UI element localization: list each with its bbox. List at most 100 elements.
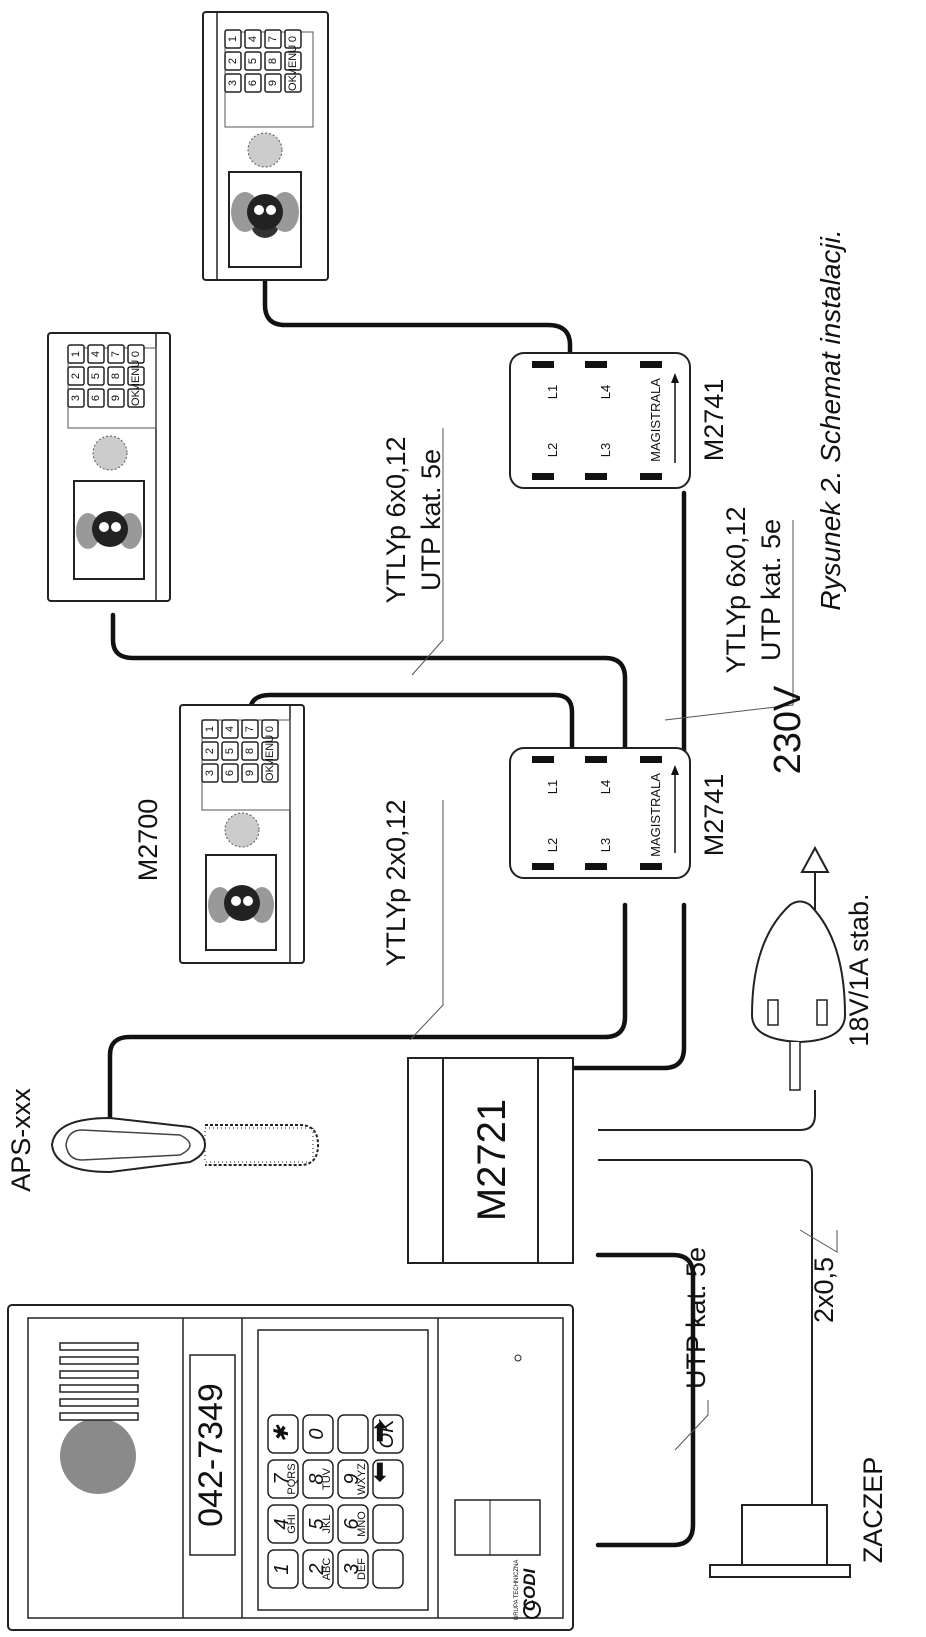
monitor-key[interactable] — [224, 73, 242, 93]
panel-key-label: 2 — [306, 1563, 328, 1575]
monitor-key-label: 8 — [267, 58, 279, 64]
monitor-key-label: 5 — [224, 748, 236, 754]
panel-key[interactable] — [267, 1549, 299, 1589]
monitor-key[interactable] — [264, 29, 282, 49]
monitor-key-label: OK — [287, 74, 299, 91]
monitor-key[interactable] — [201, 719, 219, 739]
panel-key[interactable] — [302, 1504, 334, 1544]
monitor-key[interactable] — [261, 741, 279, 761]
panel-key[interactable] — [267, 1414, 299, 1454]
label-cable-bus-a: YTLYp 6x0,12 — [721, 506, 751, 673]
monitor-key-label: 3 — [204, 770, 216, 776]
monitor-key[interactable] — [224, 29, 242, 49]
panel-key[interactable] — [267, 1504, 299, 1544]
panel-key[interactable] — [337, 1504, 369, 1544]
monitor-key[interactable] — [221, 741, 239, 761]
monitor-key[interactable] — [107, 344, 125, 364]
monitor-key[interactable] — [261, 719, 279, 739]
monitor-key-label: 0 — [130, 351, 142, 357]
label-m2700: M2700 — [133, 799, 163, 882]
label-cable-monitor-a: YTLYp 6x0,12 — [381, 436, 411, 603]
monitor-key-label: 3 — [227, 80, 239, 86]
panel-key[interactable] — [372, 1504, 404, 1544]
monitor-key-label: 8 — [110, 373, 122, 379]
monitor-key-label: 1 — [70, 351, 82, 357]
monitor-key[interactable] — [224, 51, 242, 71]
monitor-key-label: 0 — [264, 726, 276, 732]
panel-key-label: 4 — [271, 1518, 293, 1529]
monitor-key-label: MENU — [287, 45, 299, 77]
monitor-key[interactable] — [87, 388, 105, 408]
monitor-key[interactable] — [107, 366, 125, 386]
monitor-key[interactable] — [67, 388, 85, 408]
panel-key[interactable] — [302, 1414, 334, 1454]
monitor-key[interactable] — [284, 29, 302, 49]
label-cable-monitor-b: UTP kat. 5e — [416, 449, 446, 591]
monitor-key-label: 7 — [110, 351, 122, 357]
arrow-icon: ➡ — [364, 1421, 394, 1443]
monitor-key-label: 5 — [247, 58, 259, 64]
monitor-key[interactable] — [127, 344, 145, 364]
lower-port-bus: MAGISTRALA — [648, 773, 663, 857]
monitor-key[interactable] — [244, 51, 262, 71]
panel-key-sublabel: ABC — [321, 1558, 333, 1581]
lower-port-l3: L3 — [598, 838, 613, 852]
panel-key-sublabel: PQRS — [286, 1463, 298, 1494]
panel-key[interactable] — [372, 1414, 404, 1454]
monitor-key[interactable] — [67, 344, 85, 364]
arrow-230v — [800, 845, 830, 873]
lower-port-l2: L2 — [545, 838, 560, 852]
monitor-key[interactable] — [241, 741, 259, 761]
cable-middle-monitor — [110, 612, 628, 793]
module-m2721 — [407, 1057, 574, 1264]
monitor-key[interactable] — [87, 366, 105, 386]
monitor-key-label: OK — [130, 389, 142, 406]
monitor-key[interactable] — [284, 73, 302, 93]
distributor-lower — [509, 747, 691, 879]
panel-key-sublabel: WXYZ — [356, 1463, 368, 1495]
panel-key[interactable] — [302, 1459, 334, 1499]
power-supply — [750, 900, 847, 1091]
arrow-icon: ⬅ — [364, 1461, 394, 1483]
handset-aps — [50, 1116, 320, 1174]
panel-key[interactable] — [372, 1549, 404, 1589]
leader-lines — [409, 428, 838, 1451]
panel-key[interactable] — [337, 1414, 369, 1454]
label-cable-panel: UTP kat. 5e — [681, 1247, 711, 1389]
panel-key[interactable] — [337, 1549, 369, 1589]
monitor-key[interactable] — [127, 366, 145, 386]
lower-distributor-label: M2741 — [699, 774, 729, 857]
upper-port-l4: L4 — [598, 385, 613, 399]
monitor-key[interactable] — [244, 29, 262, 49]
monitor-key[interactable] — [87, 344, 105, 364]
monitor-key[interactable] — [241, 763, 259, 783]
monitor-key[interactable] — [201, 741, 219, 761]
monitor-key[interactable] — [264, 51, 282, 71]
monitor-key[interactable] — [67, 366, 85, 386]
panel-key-label: 6 — [341, 1518, 363, 1530]
monitor-key-label: 7 — [244, 726, 256, 732]
monitor-key[interactable] — [241, 719, 259, 739]
monitor-key[interactable] — [127, 388, 145, 408]
monitor-key-label: 6 — [224, 770, 236, 776]
monitor-key[interactable] — [264, 73, 282, 93]
monitor-key[interactable] — [201, 763, 219, 783]
label-cable-handset: YTLYp 2x0,12 — [381, 799, 411, 966]
monitor-key-label: 9 — [267, 80, 279, 86]
cable-handset — [107, 902, 628, 1145]
monitor-key[interactable] — [221, 763, 239, 783]
panel-key[interactable] — [372, 1459, 404, 1499]
panel-key-sublabel: JKL — [321, 1515, 333, 1534]
monitor-key[interactable] — [244, 73, 262, 93]
panel-key[interactable] — [337, 1459, 369, 1499]
monitor-key[interactable] — [221, 719, 239, 739]
panel-key-label: 3 — [341, 1563, 363, 1574]
monitor-key[interactable] — [261, 763, 279, 783]
panel-key[interactable] — [302, 1549, 334, 1589]
panel-key[interactable] — [267, 1459, 299, 1499]
monitor-key-label: 4 — [224, 726, 236, 732]
label-caption: Rysunek 2. Schemat instalacji. — [815, 229, 846, 610]
monitor-key[interactable] — [107, 388, 125, 408]
monitor-key[interactable] — [284, 51, 302, 71]
monitor-key-label: 2 — [70, 373, 82, 379]
